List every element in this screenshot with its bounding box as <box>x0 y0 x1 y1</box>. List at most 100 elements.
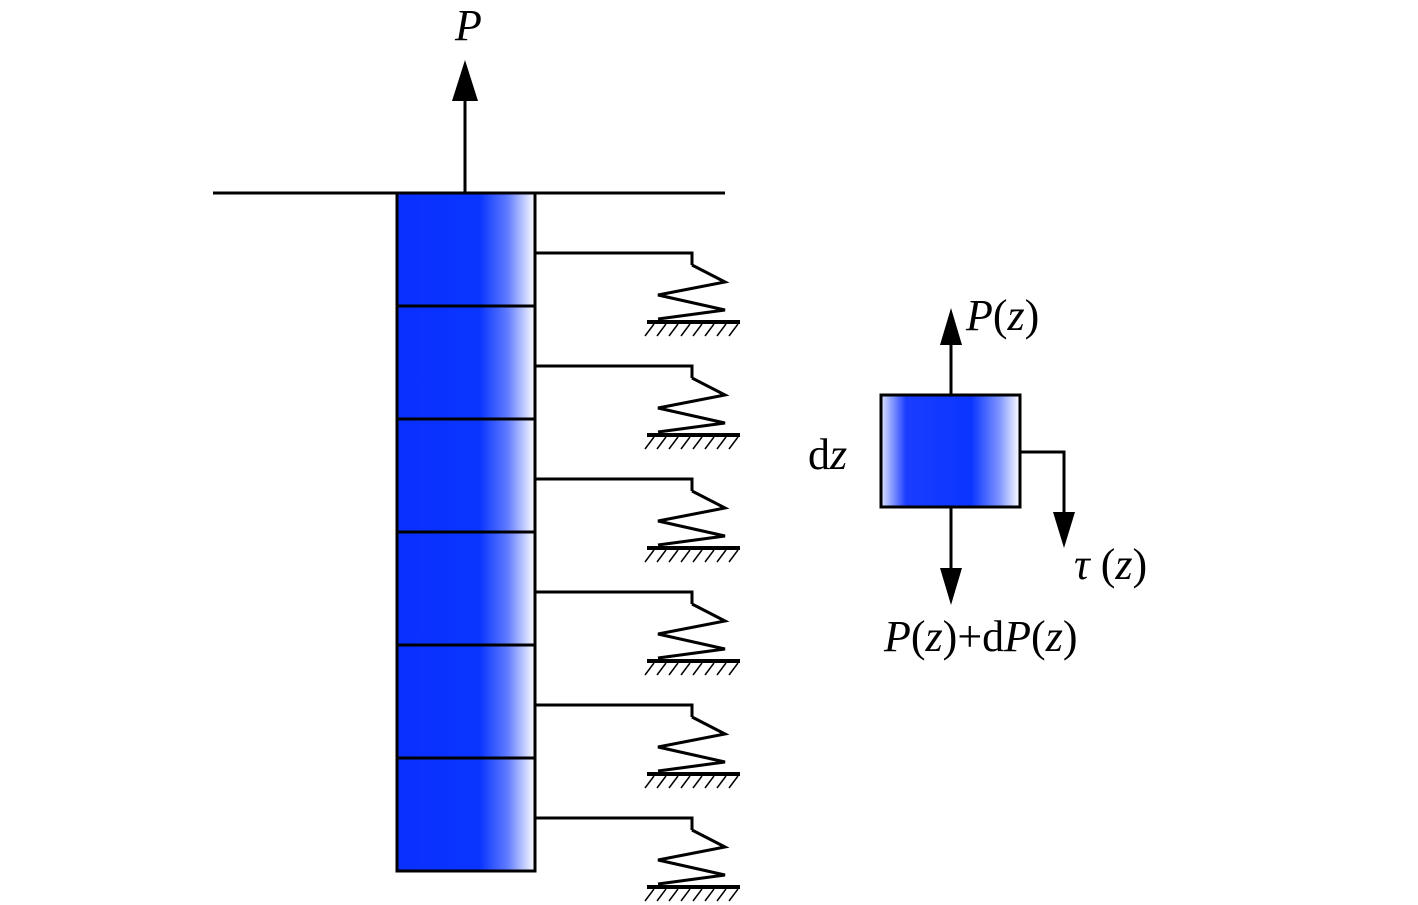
label-part: ( <box>1090 540 1116 589</box>
ground-hatch <box>692 775 703 789</box>
label-part: z <box>829 430 847 479</box>
soil-spring <box>535 703 740 789</box>
spring-lead-wire <box>535 251 694 265</box>
spring-coil <box>657 263 730 321</box>
label-part: d <box>808 430 830 479</box>
soil-spring <box>535 251 740 337</box>
ground-hatch <box>692 662 703 676</box>
element-bottom-force-label: P(z)+dP(z) <box>883 612 1077 661</box>
label-part: ( <box>911 612 926 661</box>
free-body-element <box>879 308 1075 605</box>
pile-segment <box>395 191 537 308</box>
ground-hatch <box>704 775 715 789</box>
spring-lead-wire <box>535 816 694 830</box>
ground-hatch <box>644 436 655 450</box>
ground-hatch <box>644 662 655 676</box>
ground-hatch <box>680 775 691 789</box>
ground-hatch <box>692 323 703 337</box>
ground-hatch <box>680 662 691 676</box>
ground-hatch <box>644 775 655 789</box>
element-height-label: dz <box>808 430 847 479</box>
spring-coil <box>657 715 730 773</box>
ground-hatch <box>668 662 679 676</box>
label-part: +d <box>957 612 1004 661</box>
ground-hatch <box>644 888 655 902</box>
ground-hatch <box>668 775 679 789</box>
ground-hatch <box>668 888 679 902</box>
label-part: ( <box>1031 612 1046 661</box>
pile-segment <box>395 530 537 647</box>
label-part: ) <box>1025 291 1040 340</box>
spring-lead-wire <box>535 364 694 378</box>
label-part: τ <box>1074 540 1092 589</box>
ground-hatch <box>656 888 667 902</box>
pile-segment <box>395 417 537 534</box>
shear-stress-label: τ (z) <box>1074 540 1147 589</box>
load-arrow-p <box>452 60 478 192</box>
ground-hatch <box>644 549 655 563</box>
spring-lead-wire <box>535 703 694 717</box>
ground-hatch <box>716 323 727 337</box>
ground-hatch <box>644 323 655 337</box>
ground-hatch <box>668 323 679 337</box>
spring-lead-wire <box>535 590 694 604</box>
ground-hatch <box>680 436 691 450</box>
label-part: ( <box>993 291 1008 340</box>
ground-hatch <box>680 323 691 337</box>
ground-hatch <box>716 888 727 902</box>
label-part: ) <box>1133 540 1148 589</box>
ground-hatch <box>728 323 739 337</box>
shear-stress-arrow-shaft <box>1020 450 1066 512</box>
label-part: z <box>1114 540 1132 589</box>
pile-segment <box>395 304 537 421</box>
ground-hatch <box>728 775 739 789</box>
label-part: z <box>1045 612 1063 661</box>
ground-hatch <box>728 662 739 676</box>
label-part: P <box>1003 612 1031 661</box>
shear-stress-arrow-head <box>1053 512 1075 548</box>
load-label-p: P <box>454 1 482 50</box>
pile-segment <box>395 756 537 873</box>
ground-hatch <box>656 775 667 789</box>
ground-hatch <box>656 323 667 337</box>
element-top-force-label: P(z) <box>965 291 1039 340</box>
soil-springs <box>535 251 740 902</box>
ground-hatch <box>668 549 679 563</box>
element-block <box>879 393 1022 509</box>
soil-spring <box>535 816 740 902</box>
ground-hatch <box>716 549 727 563</box>
label-part: ) <box>943 612 958 661</box>
ground-hatch <box>704 436 715 450</box>
ground-hatch <box>728 436 739 450</box>
spring-lead-wire <box>535 477 694 491</box>
soil-spring <box>535 590 740 676</box>
ground-hatch <box>692 436 703 450</box>
ground-hatch <box>704 662 715 676</box>
pile-segment <box>395 643 537 760</box>
ground-hatch <box>656 549 667 563</box>
pile-column <box>395 191 537 873</box>
ground-hatch <box>680 888 691 902</box>
ground-hatch <box>716 436 727 450</box>
label-part: ) <box>1063 612 1078 661</box>
ground-hatch <box>692 888 703 902</box>
ground-hatch <box>656 436 667 450</box>
bottom-force-arrow-head <box>940 568 962 605</box>
label-part: z <box>1007 291 1025 340</box>
spring-coil <box>657 828 730 886</box>
soil-spring <box>535 477 740 563</box>
ground-hatch <box>716 775 727 789</box>
spring-coil <box>657 489 730 547</box>
label-part: z <box>925 612 943 661</box>
ground-hatch <box>692 549 703 563</box>
ground-hatch <box>680 549 691 563</box>
ground-hatch <box>668 436 679 450</box>
top-force-arrow-head <box>940 308 962 345</box>
ground-hatch <box>728 549 739 563</box>
ground-hatch <box>728 888 739 902</box>
spring-coil <box>657 376 730 434</box>
ground-hatch <box>704 888 715 902</box>
ground-hatch <box>704 323 715 337</box>
ground-hatch <box>656 662 667 676</box>
